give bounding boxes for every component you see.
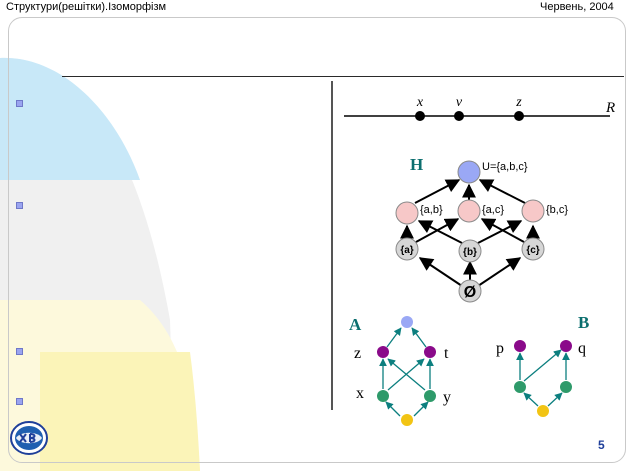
node-bottom xyxy=(401,414,413,426)
node-top-label: U={a,b,c} xyxy=(482,161,528,173)
edge xyxy=(523,392,539,407)
diagram-a-label: A xyxy=(349,315,362,334)
node-singleton xyxy=(521,237,545,261)
edge xyxy=(386,327,402,348)
blue-shape xyxy=(0,57,140,180)
edge xyxy=(478,179,526,204)
node-t xyxy=(424,346,436,358)
diagram-h-label: H xyxy=(410,155,423,174)
point-z xyxy=(514,111,524,121)
node-bottom-label: Ø xyxy=(464,284,476,301)
edge xyxy=(413,401,429,417)
node-pair xyxy=(457,199,481,223)
label-z: z xyxy=(354,345,361,362)
point-x xyxy=(415,111,425,121)
diagram-a-arrows xyxy=(379,327,434,417)
label-q: q xyxy=(578,340,586,357)
yellow-shape-inner xyxy=(40,352,200,471)
label-p: p xyxy=(496,340,504,357)
diagram-b-label: B xyxy=(578,313,589,332)
node-pair xyxy=(521,199,545,223)
header-title: Структури(решітки).Ізоморфізм xyxy=(6,1,167,13)
hasse-diagram-b: B p q xyxy=(496,313,589,417)
edge xyxy=(387,358,426,391)
edge xyxy=(418,257,463,287)
node-top xyxy=(401,316,413,328)
hasse-diagram-a: A z t x y xyxy=(349,315,451,426)
hasse-diagram-h: H U={a,b,c} xyxy=(395,155,568,303)
node-top xyxy=(457,160,481,184)
label-t: t xyxy=(444,345,449,362)
page-number: 5 xyxy=(598,438,605,452)
node-singleton-label: {c} xyxy=(526,245,539,256)
node-pair-label: {a,b} xyxy=(420,204,443,216)
node-pair-label: {b,c} xyxy=(546,204,568,216)
node-singleton-label: {a} xyxy=(400,245,413,256)
node-pair xyxy=(395,201,419,225)
label-y: y xyxy=(443,389,451,406)
label-z: z xyxy=(515,95,522,110)
node-x xyxy=(377,390,389,402)
edge xyxy=(385,401,401,417)
node-singleton xyxy=(458,239,482,263)
node-p xyxy=(514,340,526,352)
slide-frame xyxy=(8,17,626,463)
bullet-marker xyxy=(16,348,23,355)
bullet-marker xyxy=(16,202,23,209)
node-singleton xyxy=(395,237,419,261)
hasse-arrows xyxy=(400,179,540,287)
node-z xyxy=(377,346,389,358)
header-date: Червень, 2004 xyxy=(540,1,614,13)
real-line-diagram: x v z R xyxy=(344,95,615,121)
edge xyxy=(480,218,525,243)
edge xyxy=(523,349,562,382)
node-left xyxy=(514,381,526,393)
label-x: x xyxy=(416,95,424,110)
point-v xyxy=(454,111,464,121)
edge xyxy=(547,392,563,407)
edge xyxy=(417,220,463,244)
node-y xyxy=(424,390,436,402)
edge xyxy=(477,220,523,244)
label-v: v xyxy=(456,95,463,110)
node-singleton-label: {b} xyxy=(463,247,477,258)
node-bottom xyxy=(537,405,549,417)
label-x: x xyxy=(356,385,364,402)
label-r: R xyxy=(605,100,615,116)
bullet-marker xyxy=(16,398,23,405)
edge xyxy=(414,179,461,204)
header: Структури(решітки).Ізоморфізм Червень, 2… xyxy=(0,0,640,16)
edge xyxy=(411,327,427,348)
node-bottom xyxy=(458,279,482,303)
node-right xyxy=(560,381,572,393)
title-rule xyxy=(62,76,624,77)
node-q xyxy=(560,340,572,352)
university-logo xyxy=(10,421,48,455)
node-pair-label: {a,c} xyxy=(482,204,504,216)
diagram-b-arrows xyxy=(516,349,570,407)
bullet-marker xyxy=(16,100,23,107)
edge xyxy=(477,257,522,287)
column-divider xyxy=(331,81,333,410)
